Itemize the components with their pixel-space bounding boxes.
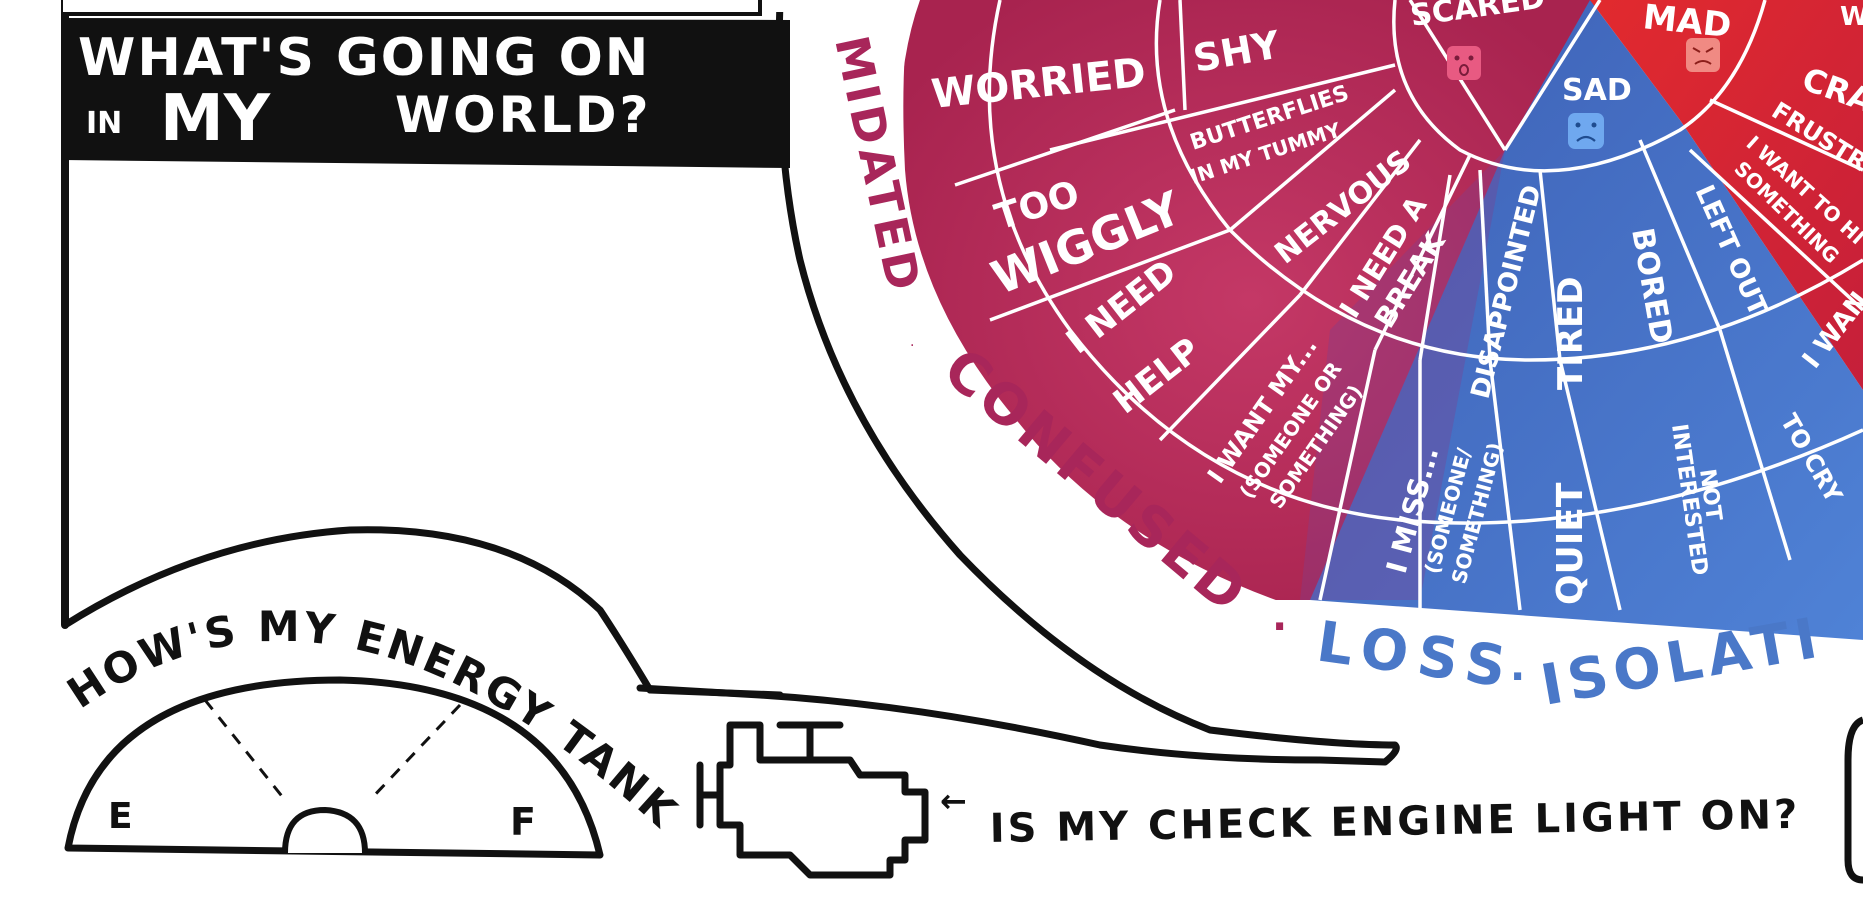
ring-dot-3: · xyxy=(1510,654,1525,700)
ring-dot-1: · xyxy=(910,338,914,354)
ring-dot-2: · xyxy=(1272,604,1287,650)
scared-face-icon xyxy=(1447,46,1481,80)
wheel-pink-section xyxy=(900,0,1600,600)
label-quiet: QUIET xyxy=(1550,482,1591,605)
engine-arrow: ← xyxy=(940,782,967,820)
wheel-red-section xyxy=(1590,0,1863,390)
wheel-blue-section xyxy=(1310,0,1863,640)
header-my: MY xyxy=(160,82,271,156)
gauge-full-label: F xyxy=(510,800,536,844)
wheel-outer-edge xyxy=(893,0,1863,655)
check-engine-icon xyxy=(696,721,929,879)
label-want-top: WA xyxy=(1840,2,1863,32)
next-panel-edge xyxy=(1844,716,1863,884)
core-label-sad: SAD xyxy=(1562,73,1632,108)
fuel-gauge xyxy=(64,676,604,859)
engine-question: IS MY CHECK ENGINE LIGHT ON? xyxy=(989,792,1800,852)
core-label-mad: MAD xyxy=(1641,0,1733,46)
label-tired: TIRED xyxy=(1551,277,1591,390)
header-banner: WHAT'S GOING ON IN MY WORLD? xyxy=(63,0,790,168)
mad-face-icon xyxy=(1686,38,1720,72)
ring-word-loss: LOSS xyxy=(1313,609,1520,701)
emotion-wheel: SCARED SAD MAD SHY BUTTERFLIES IN MY TUM… xyxy=(824,0,1863,719)
header-in: IN xyxy=(86,106,122,141)
sad-face-icon xyxy=(1568,113,1604,149)
wheel-dividers xyxy=(954,0,1863,611)
header-line-1: WHAT'S GOING ON xyxy=(78,28,650,88)
header-world: WORLD? xyxy=(395,86,652,144)
gauge-empty-label: E xyxy=(108,796,133,837)
gauge-needle-hub xyxy=(282,806,368,854)
